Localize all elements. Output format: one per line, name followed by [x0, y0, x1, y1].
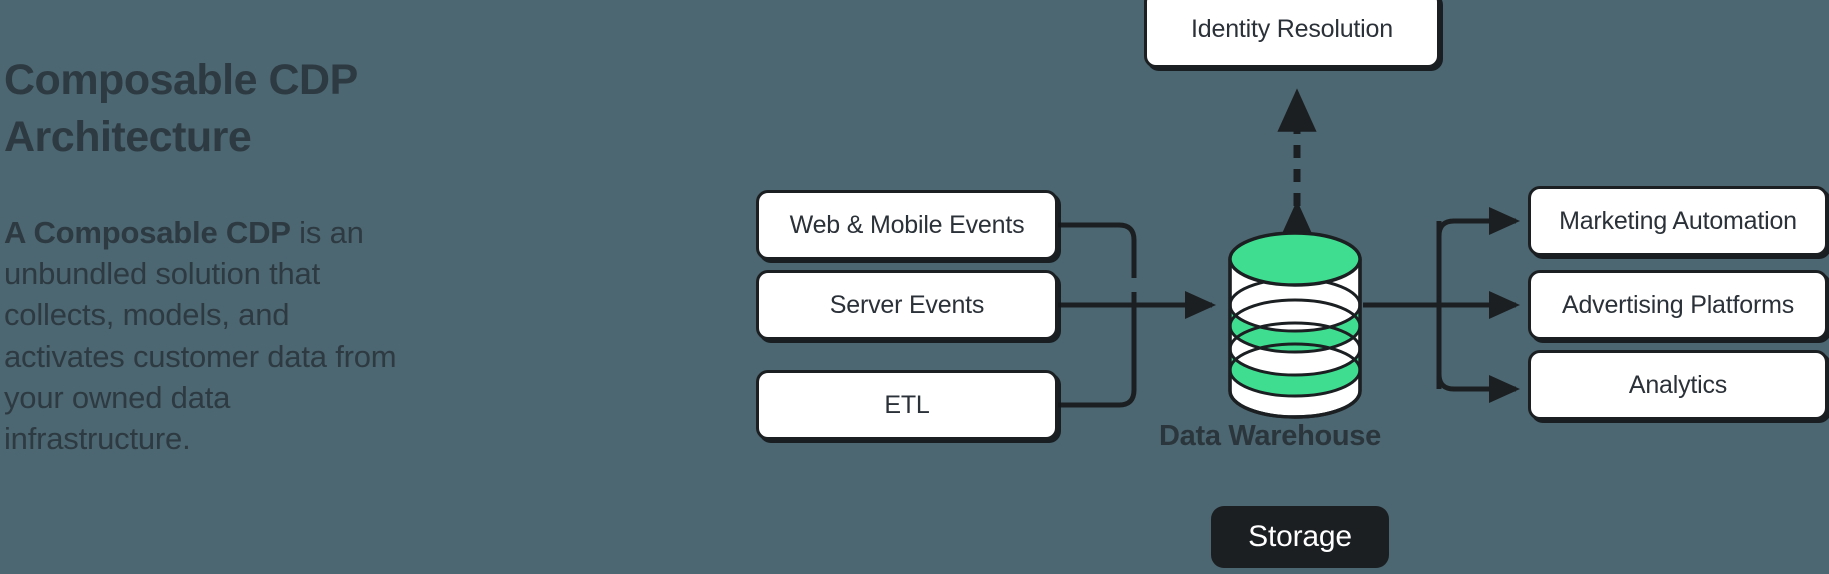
data-warehouse-label: Data Warehouse: [1159, 420, 1381, 452]
node-identity-resolution[interactable]: Identity Resolution: [1144, 0, 1440, 68]
destination-node-analytics[interactable]: Analytics: [1528, 350, 1828, 420]
page-title: Composable CDP Architecture: [4, 56, 358, 161]
description-lead: A Composable CDP: [4, 215, 291, 250]
database-cylinder-icon: [1228, 231, 1362, 419]
destination-node-advertising-platforms[interactable]: Advertising Platforms: [1528, 270, 1828, 340]
storage-badge[interactable]: Storage: [1211, 506, 1389, 568]
source-node-server-events[interactable]: Server Events: [756, 270, 1058, 340]
source-node-web-mobile-events[interactable]: Web & Mobile Events: [756, 190, 1058, 260]
description-paragraph: A Composable CDP is an unbundled solutio…: [4, 212, 404, 459]
destination-node-marketing-automation[interactable]: Marketing Automation: [1528, 186, 1828, 256]
description-rest: is an unbundled solution that collects, …: [4, 215, 397, 457]
source-node-etl[interactable]: ETL: [756, 370, 1058, 440]
